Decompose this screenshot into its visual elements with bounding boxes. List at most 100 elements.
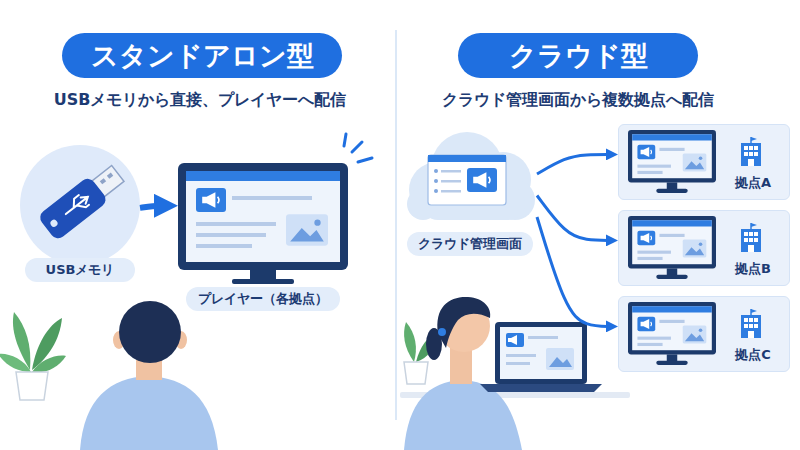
arrow-connector [140,206,166,208]
node-text: スタンドアロン型 [62,33,342,78]
text-line [528,336,558,339]
building-icon [741,223,761,252]
laptop-base [480,384,602,392]
plant-leaf [416,332,438,362]
person-ear [113,331,125,349]
megaphone-badge [506,333,524,347]
subtitle: USBメモリから直接、プレイヤーへ配信 [10,90,390,111]
menu-dot [434,189,438,193]
node-text: 拠点A [719,173,787,193]
text-line [441,190,461,193]
monitor-screen [186,171,340,262]
menu-dot [434,169,438,173]
building-icon [741,137,761,166]
usb-hole [107,173,113,179]
usb-memory-circle: USBメモリ [20,145,140,265]
site-monitor [628,130,716,193]
person-neck [450,344,472,384]
person-head [438,300,490,352]
text-line [196,222,276,226]
text-line [441,180,461,183]
desk [400,392,630,398]
image-icon [546,348,574,370]
glare-line [358,158,372,162]
cloud-fill [407,132,535,220]
text-line [232,196,312,200]
person-hair [119,301,181,363]
glare-line [352,142,362,152]
arrow-connector [537,196,612,241]
monitor-stand [250,270,276,280]
usb-ring-hole [49,218,59,228]
divider-line [395,30,397,420]
megaphone-icon [508,335,517,345]
cloud-base [421,186,525,220]
person-hair [437,297,490,348]
person-body [80,376,218,450]
site-monitor [628,216,716,279]
laptop-screen [495,322,587,384]
person-body [404,380,522,450]
node-text: USBメモリ [25,258,135,282]
monitor-base [232,279,294,284]
site-box: 拠点B [618,210,790,286]
text-line [196,244,252,248]
menu-dot [434,179,438,183]
usb-symbol [62,191,93,219]
megaphone-badge [467,168,497,192]
hair-tie [438,328,446,336]
image-mountain [549,357,572,367]
player-monitor: プレイヤー（各拠点） [178,163,348,270]
person-ponytail [426,328,442,360]
node-text: クラウド型 [458,33,698,78]
node-text: クラウド管理画面 [407,232,533,256]
text-line [196,233,266,237]
usb-hole [100,178,106,184]
plant-pot [404,362,428,384]
usb-body [37,176,109,242]
arrow-connector [537,154,612,174]
usb-connector [91,166,124,198]
person-ear [175,331,187,349]
megaphone-badge [196,188,226,212]
title-pill: クラウド型 [458,33,698,78]
cloud-shape: クラウド管理画面 [403,128,537,228]
text-line [506,354,536,357]
megaphone-icon [473,172,490,187]
usb-stick [37,161,128,242]
laptop-display [500,327,582,379]
subtitle: クラウド管理画面から複数拠点へ配信 [398,90,758,111]
title-pill: スタンドアロン型 [62,33,342,78]
node-text: 拠点B [719,259,787,279]
plant-leaf [32,318,62,370]
image-icon [286,214,328,246]
admin-window [428,155,506,205]
glare-line [344,134,346,146]
screen-bar [428,155,506,162]
building-icon [741,309,761,338]
site-monitor [628,302,716,365]
site-box: 拠点A [618,124,790,200]
plant-leaf [404,322,416,362]
cloud-outline [403,128,537,228]
node-text: 拠点C [719,345,787,365]
person-neck [136,356,162,380]
plant-leaf [0,354,31,372]
plant-leaf [32,356,66,373]
arrow-connector [537,217,612,326]
screen-bar [186,171,340,181]
site-box: 拠点C [618,296,790,372]
node-text: プレイヤー（各拠点） [186,287,340,311]
text-line [506,362,530,365]
usb-circle [20,145,140,265]
plant-pot [16,372,48,400]
plant-leaf [13,312,30,370]
circle-outline [20,145,140,265]
text-line [441,170,461,173]
megaphone-icon [202,192,219,207]
